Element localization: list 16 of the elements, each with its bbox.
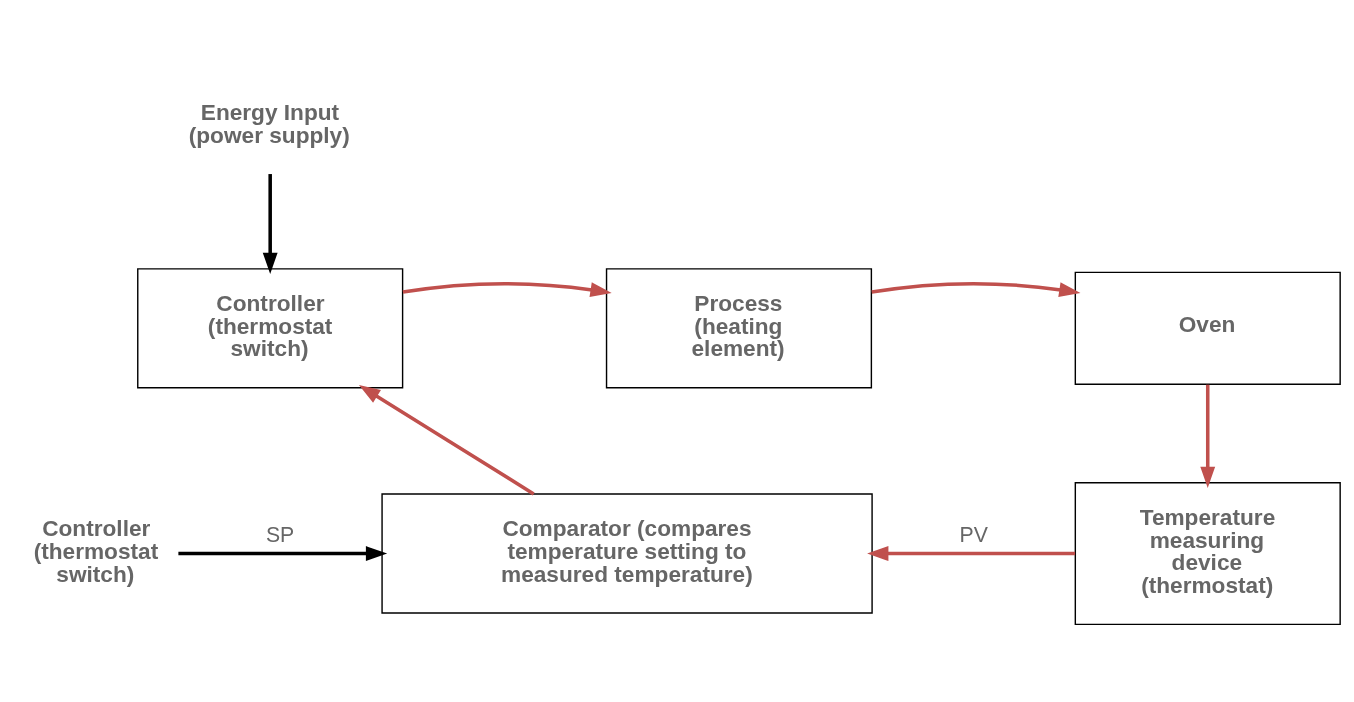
- arrow: [871, 282, 1081, 298]
- arrow: [262, 174, 278, 274]
- arrow: [867, 546, 1076, 561]
- edge-label: SP: [265, 523, 295, 548]
- node-text: Controller (thermostat switch): [33, 515, 159, 587]
- node-box: Comparator (compares temperature setting to measured temperature): [381, 493, 873, 614]
- arrow: [402, 282, 612, 298]
- node-box: Temperature measuring device (thermostat): [1074, 482, 1341, 626]
- arrow: [358, 385, 535, 496]
- node-box: Process (heating element): [605, 268, 873, 389]
- arrow: [1200, 384, 1216, 488]
- node-text: Energy Input (power supply): [188, 98, 350, 148]
- node-box: Controller (thermostat switch): [137, 268, 404, 389]
- node-box: Oven: [1074, 271, 1341, 385]
- edge-label: PV: [959, 523, 988, 548]
- arrow: [178, 546, 388, 561]
